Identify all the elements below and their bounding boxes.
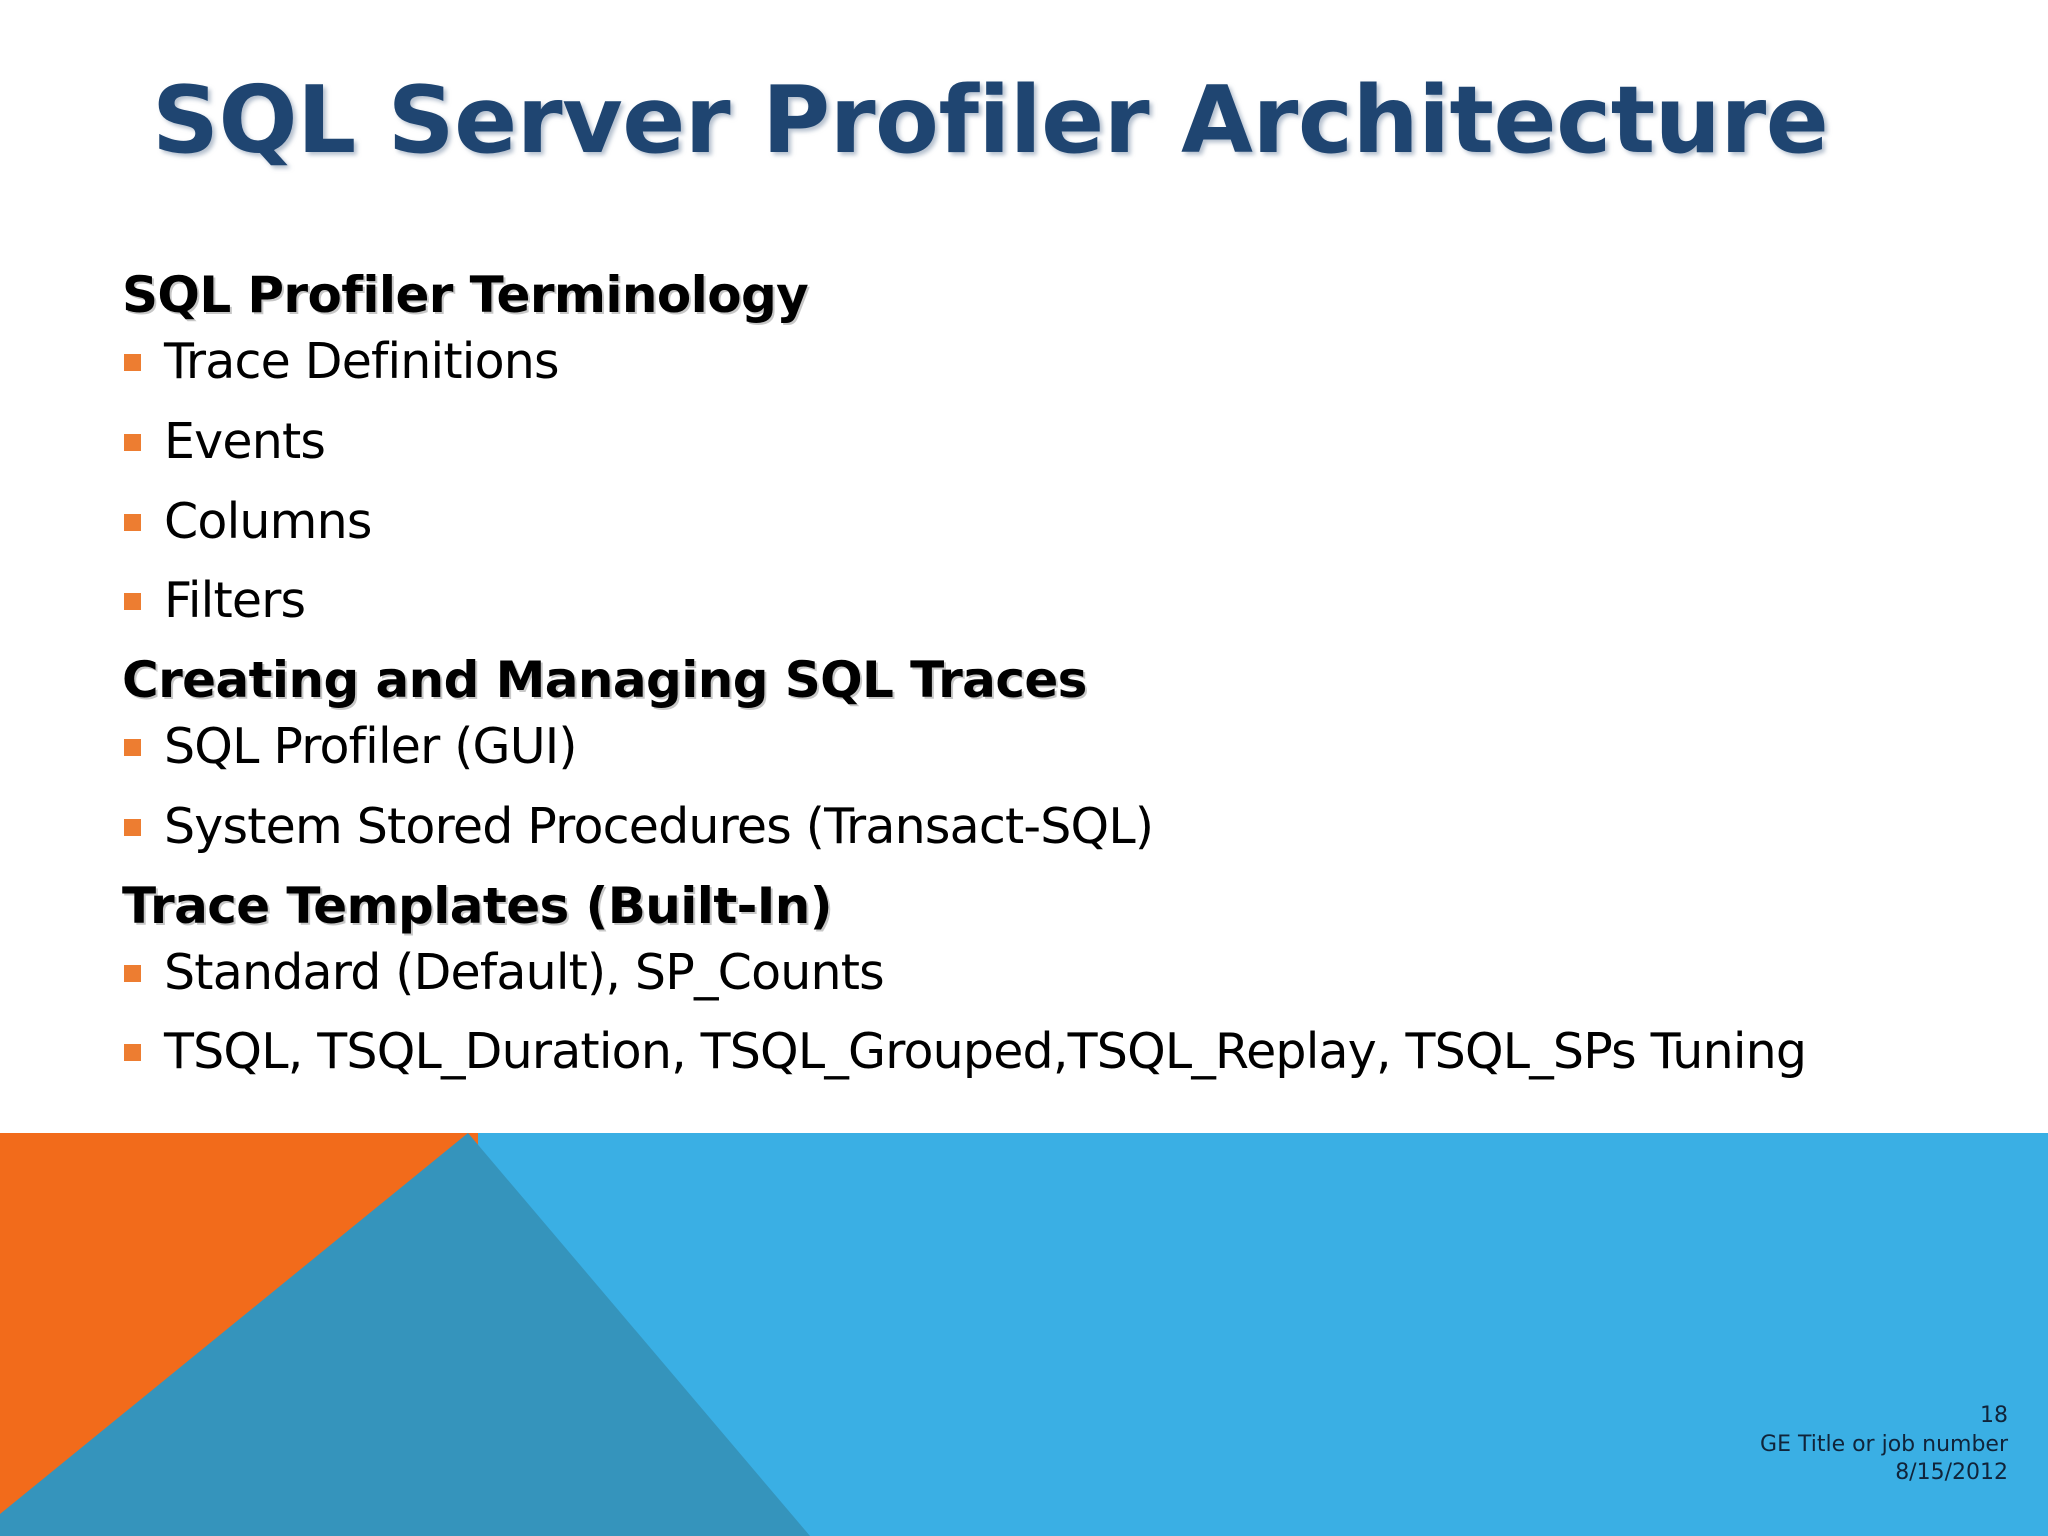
bullet-square-icon xyxy=(124,433,141,451)
bullet-square-icon xyxy=(124,739,141,757)
section-heading: SQL Profiler Terminology xyxy=(122,266,809,324)
page-title: SQL Server Profiler Architecture xyxy=(152,66,1829,174)
bullet-square-icon xyxy=(124,964,141,982)
footer: 18 GE Title or job number 8/15/2012 xyxy=(1760,1402,2008,1488)
list-item-label: Trace Definitions xyxy=(164,333,560,390)
footer-date: 8/15/2012 xyxy=(1895,1460,2008,1486)
section-heading: Creating and Managing SQL Traces xyxy=(122,651,1087,710)
bottom-decoration xyxy=(0,1133,2048,1536)
footer-title: GE Title or job number xyxy=(1760,1431,2008,1457)
section-heading: Trace Templates (Built-In) xyxy=(122,876,833,935)
section-trace-templates: Trace Templates (Built-In) Standard (Def… xyxy=(112,879,1912,1083)
section-creating-managing: Creating and Managing SQL Traces SQL Pro… xyxy=(112,653,1912,857)
bullet-list: Trace Definitions Events Columns Filters xyxy=(112,332,1912,631)
list-item: TSQL, TSQL_Duration, TSQL_Grouped,TSQL_R… xyxy=(112,1022,1912,1082)
section-terminology: SQL Profiler Terminology Trace Definitio… xyxy=(112,268,1912,631)
bullet-square-icon xyxy=(124,818,141,836)
list-item-label: TSQL, TSQL_Duration, TSQL_Grouped,TSQL_R… xyxy=(164,1023,1807,1081)
bullet-square-icon xyxy=(124,513,141,531)
list-item-label: SQL Profiler (GUI) xyxy=(164,718,578,776)
list-item: Events xyxy=(112,412,1912,472)
list-item-label: Filters xyxy=(164,572,306,630)
bullet-list: Standard (Default), SP_Counts TSQL, TSQL… xyxy=(112,943,1912,1083)
list-item: Filters xyxy=(112,571,1912,631)
list-item: SQL Profiler (GUI) xyxy=(112,717,1912,777)
page-number: 18 xyxy=(1980,1403,2008,1429)
bullet-square-icon xyxy=(124,593,141,611)
slide-body: SQL Profiler Terminology Trace Definitio… xyxy=(112,268,1912,1104)
list-item: System Stored Procedures (Transact-SQL) xyxy=(112,797,1912,857)
list-item-label: Columns xyxy=(164,492,372,550)
bullet-square-icon xyxy=(124,354,141,371)
list-item-label: Events xyxy=(164,412,326,470)
bullet-list: SQL Profiler (GUI) System Stored Procedu… xyxy=(112,717,1912,857)
list-item-label: Standard (Default), SP_Counts xyxy=(164,943,885,1001)
list-item: Trace Definitions xyxy=(112,332,1912,392)
bullet-square-icon xyxy=(124,1044,141,1062)
list-item: Standard (Default), SP_Counts xyxy=(112,943,1912,1003)
decoration-teal-triangle xyxy=(0,1133,810,1536)
list-item-label: System Stored Procedures (Transact-SQL) xyxy=(164,797,1154,855)
list-item: Columns xyxy=(112,492,1912,552)
